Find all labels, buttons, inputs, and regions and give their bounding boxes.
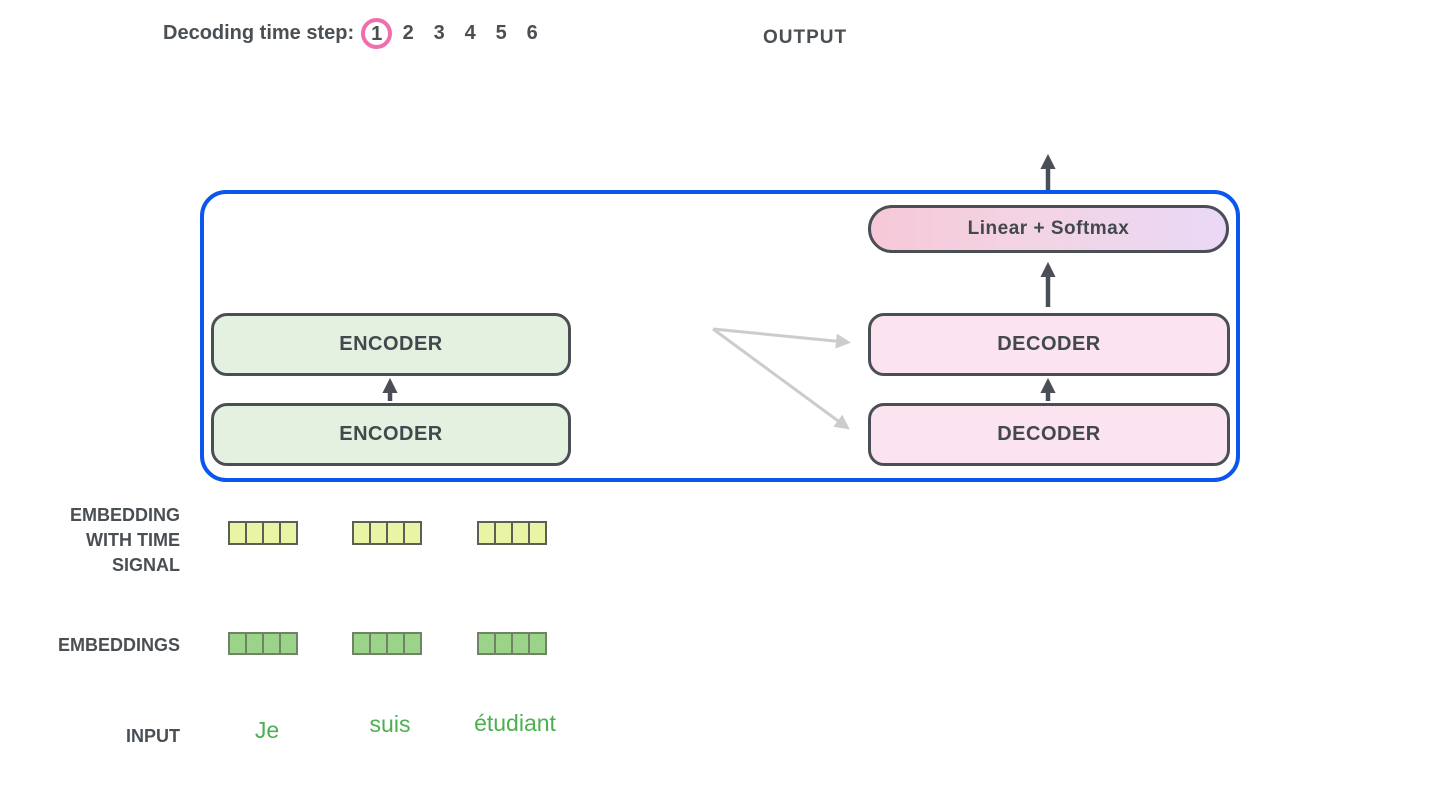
decoding-step-2: 2: [402, 22, 414, 44]
decoding-step-1-active: 1: [361, 18, 393, 49]
linear-softmax-box: Linear + Softmax: [868, 205, 1229, 253]
decoding-step-5: 5: [495, 22, 507, 44]
embedding-cell: [403, 632, 422, 655]
embedding-cell: [279, 632, 298, 655]
decoder-box-bottom: DECODER: [868, 403, 1230, 466]
embedding-cell: [279, 521, 298, 545]
encoder-box-bottom: ENCODER: [211, 403, 571, 466]
time-signal-embedding-etudiant: [477, 521, 547, 545]
embedding-je: [228, 632, 298, 655]
embedding-cell: [403, 521, 422, 545]
input-label: INPUT: [126, 726, 180, 746]
input-token-je: Je: [254, 717, 280, 743]
embedding-cell: [528, 521, 547, 545]
time-signal-embedding-je: [228, 521, 298, 545]
time-signal-label-line2: WITH TIME: [86, 530, 180, 550]
embedding-suis: [352, 632, 422, 655]
input-token-suis: suis: [369, 711, 411, 737]
decoding-step-4: 4: [464, 22, 476, 44]
decoding-time-step-row: Decoding time step: 1 2 3 4 5 6: [163, 18, 547, 49]
model-container: [200, 190, 1240, 482]
decoding-step-6: 6: [526, 22, 538, 44]
output-label: OUTPUT: [763, 27, 848, 48]
decoding-step-3: 3: [433, 22, 445, 44]
embedding-etudiant: [477, 632, 547, 655]
embedding-cell: [528, 632, 547, 655]
embeddings-label: EMBEDDINGS: [57, 635, 180, 655]
encoder-box-top: ENCODER: [211, 313, 571, 376]
time-signal-label-line1: EMBEDDING: [69, 505, 180, 525]
time-signal-label-line3: SIGNAL: [111, 555, 180, 575]
time-signal-embedding-suis: [352, 521, 422, 545]
embedding-with-time-signal-label: EMBEDDING WITH TIME SIGNAL: [0, 503, 180, 578]
decoding-time-step-label: Decoding time step:: [163, 22, 355, 44]
decoder-box-top: DECODER: [868, 313, 1230, 376]
input-token-etudiant: étudiant: [474, 710, 556, 736]
